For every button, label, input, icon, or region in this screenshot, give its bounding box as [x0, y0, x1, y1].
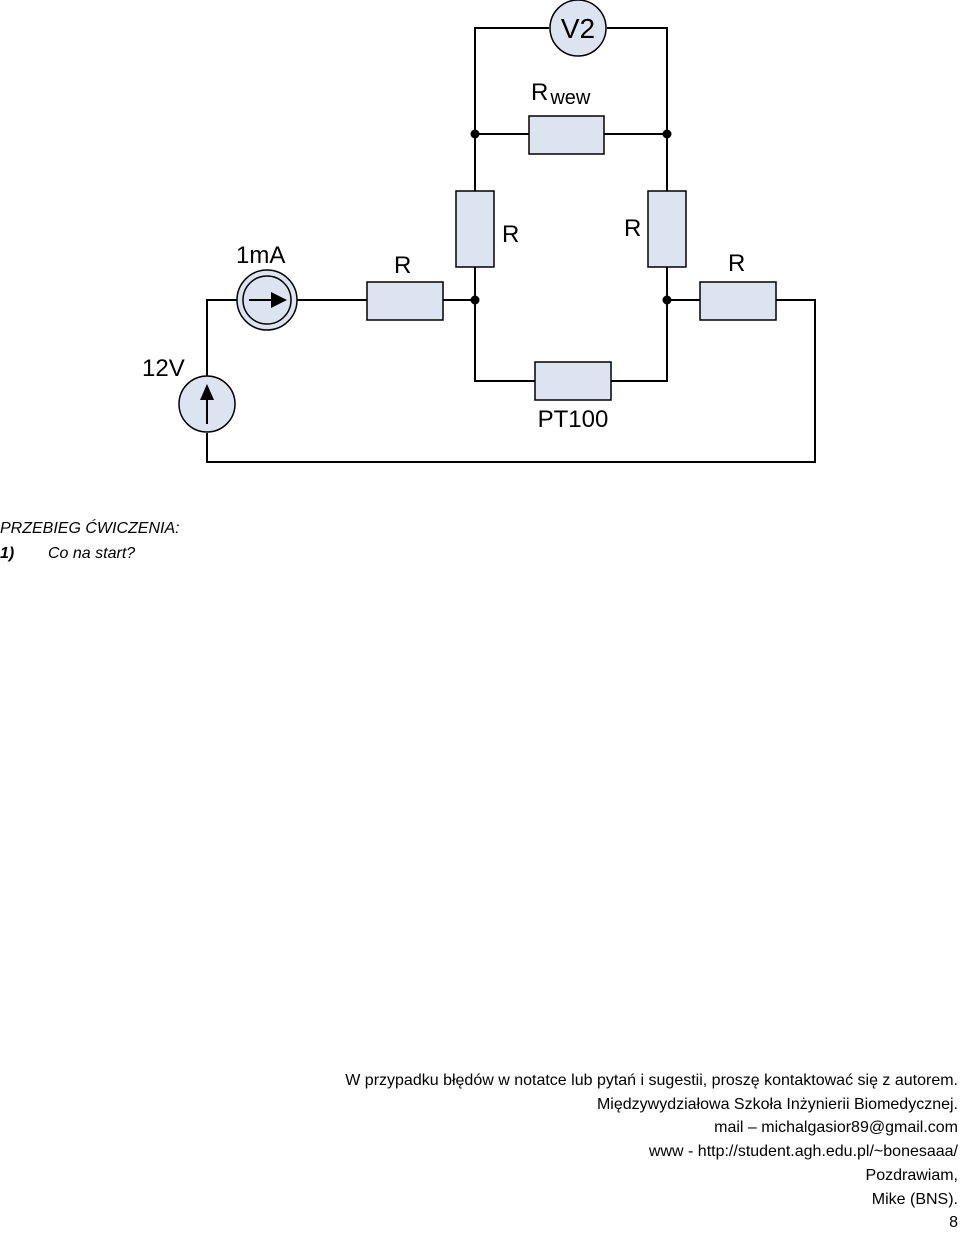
svg-text:R: R — [502, 221, 519, 248]
svg-text:R: R — [728, 250, 745, 277]
procedure-section: PRZEBIEG ĆWICZENIA: 1) Co na start? — [0, 516, 180, 566]
svg-text:V2: V2 — [561, 13, 595, 44]
list-item-number: 1) — [0, 545, 15, 562]
circuit-wires — [206, 27, 816, 463]
resistor-series-left: R — [366, 252, 444, 321]
resistor-series-right: R — [699, 250, 777, 321]
resistor-right-bridge: R — [624, 190, 687, 268]
svg-text:PT100: PT100 — [538, 406, 609, 433]
junction-nodes — [470, 129, 672, 305]
footer-line-signature: Mike (BNS). — [871, 1190, 958, 1208]
footer-line-school: Międzywydziałowa Szkoła Inżynierii Biome… — [596, 1095, 958, 1113]
list-item: 1) Co na start? — [0, 541, 180, 566]
list-item-text: Co na start? — [48, 545, 136, 562]
footer-note: W przypadku błędów w notatce lub pytań i… — [345, 1069, 958, 1235]
footer-line-www: www - http://student.agh.edu.pl/~bonesaa… — [648, 1143, 958, 1161]
svg-text:R: R — [394, 252, 411, 279]
svg-text:12V: 12V — [142, 355, 185, 382]
page-number: 8 — [949, 1214, 958, 1232]
footer-line-mail: mail – michalgasior89@gmail.com — [714, 1119, 958, 1137]
footer-line-greeting: Pozdrawiam, — [865, 1166, 958, 1184]
footer-line-errors: W przypadku błędów w notatce lub pytań i… — [345, 1072, 958, 1089]
svg-text:1mA: 1mA — [236, 242, 285, 269]
section-heading: PRZEBIEG ĆWICZENIA: — [0, 520, 180, 537]
current-source: 1mA — [236, 242, 298, 331]
voltage-source: 12V — [142, 355, 236, 433]
voltmeter-v2: V2 — [549, 0, 607, 57]
svg-text:R: R — [624, 215, 641, 242]
resistor-left-bridge: R — [455, 190, 519, 268]
resistor-pt100: PT100 — [534, 361, 612, 433]
